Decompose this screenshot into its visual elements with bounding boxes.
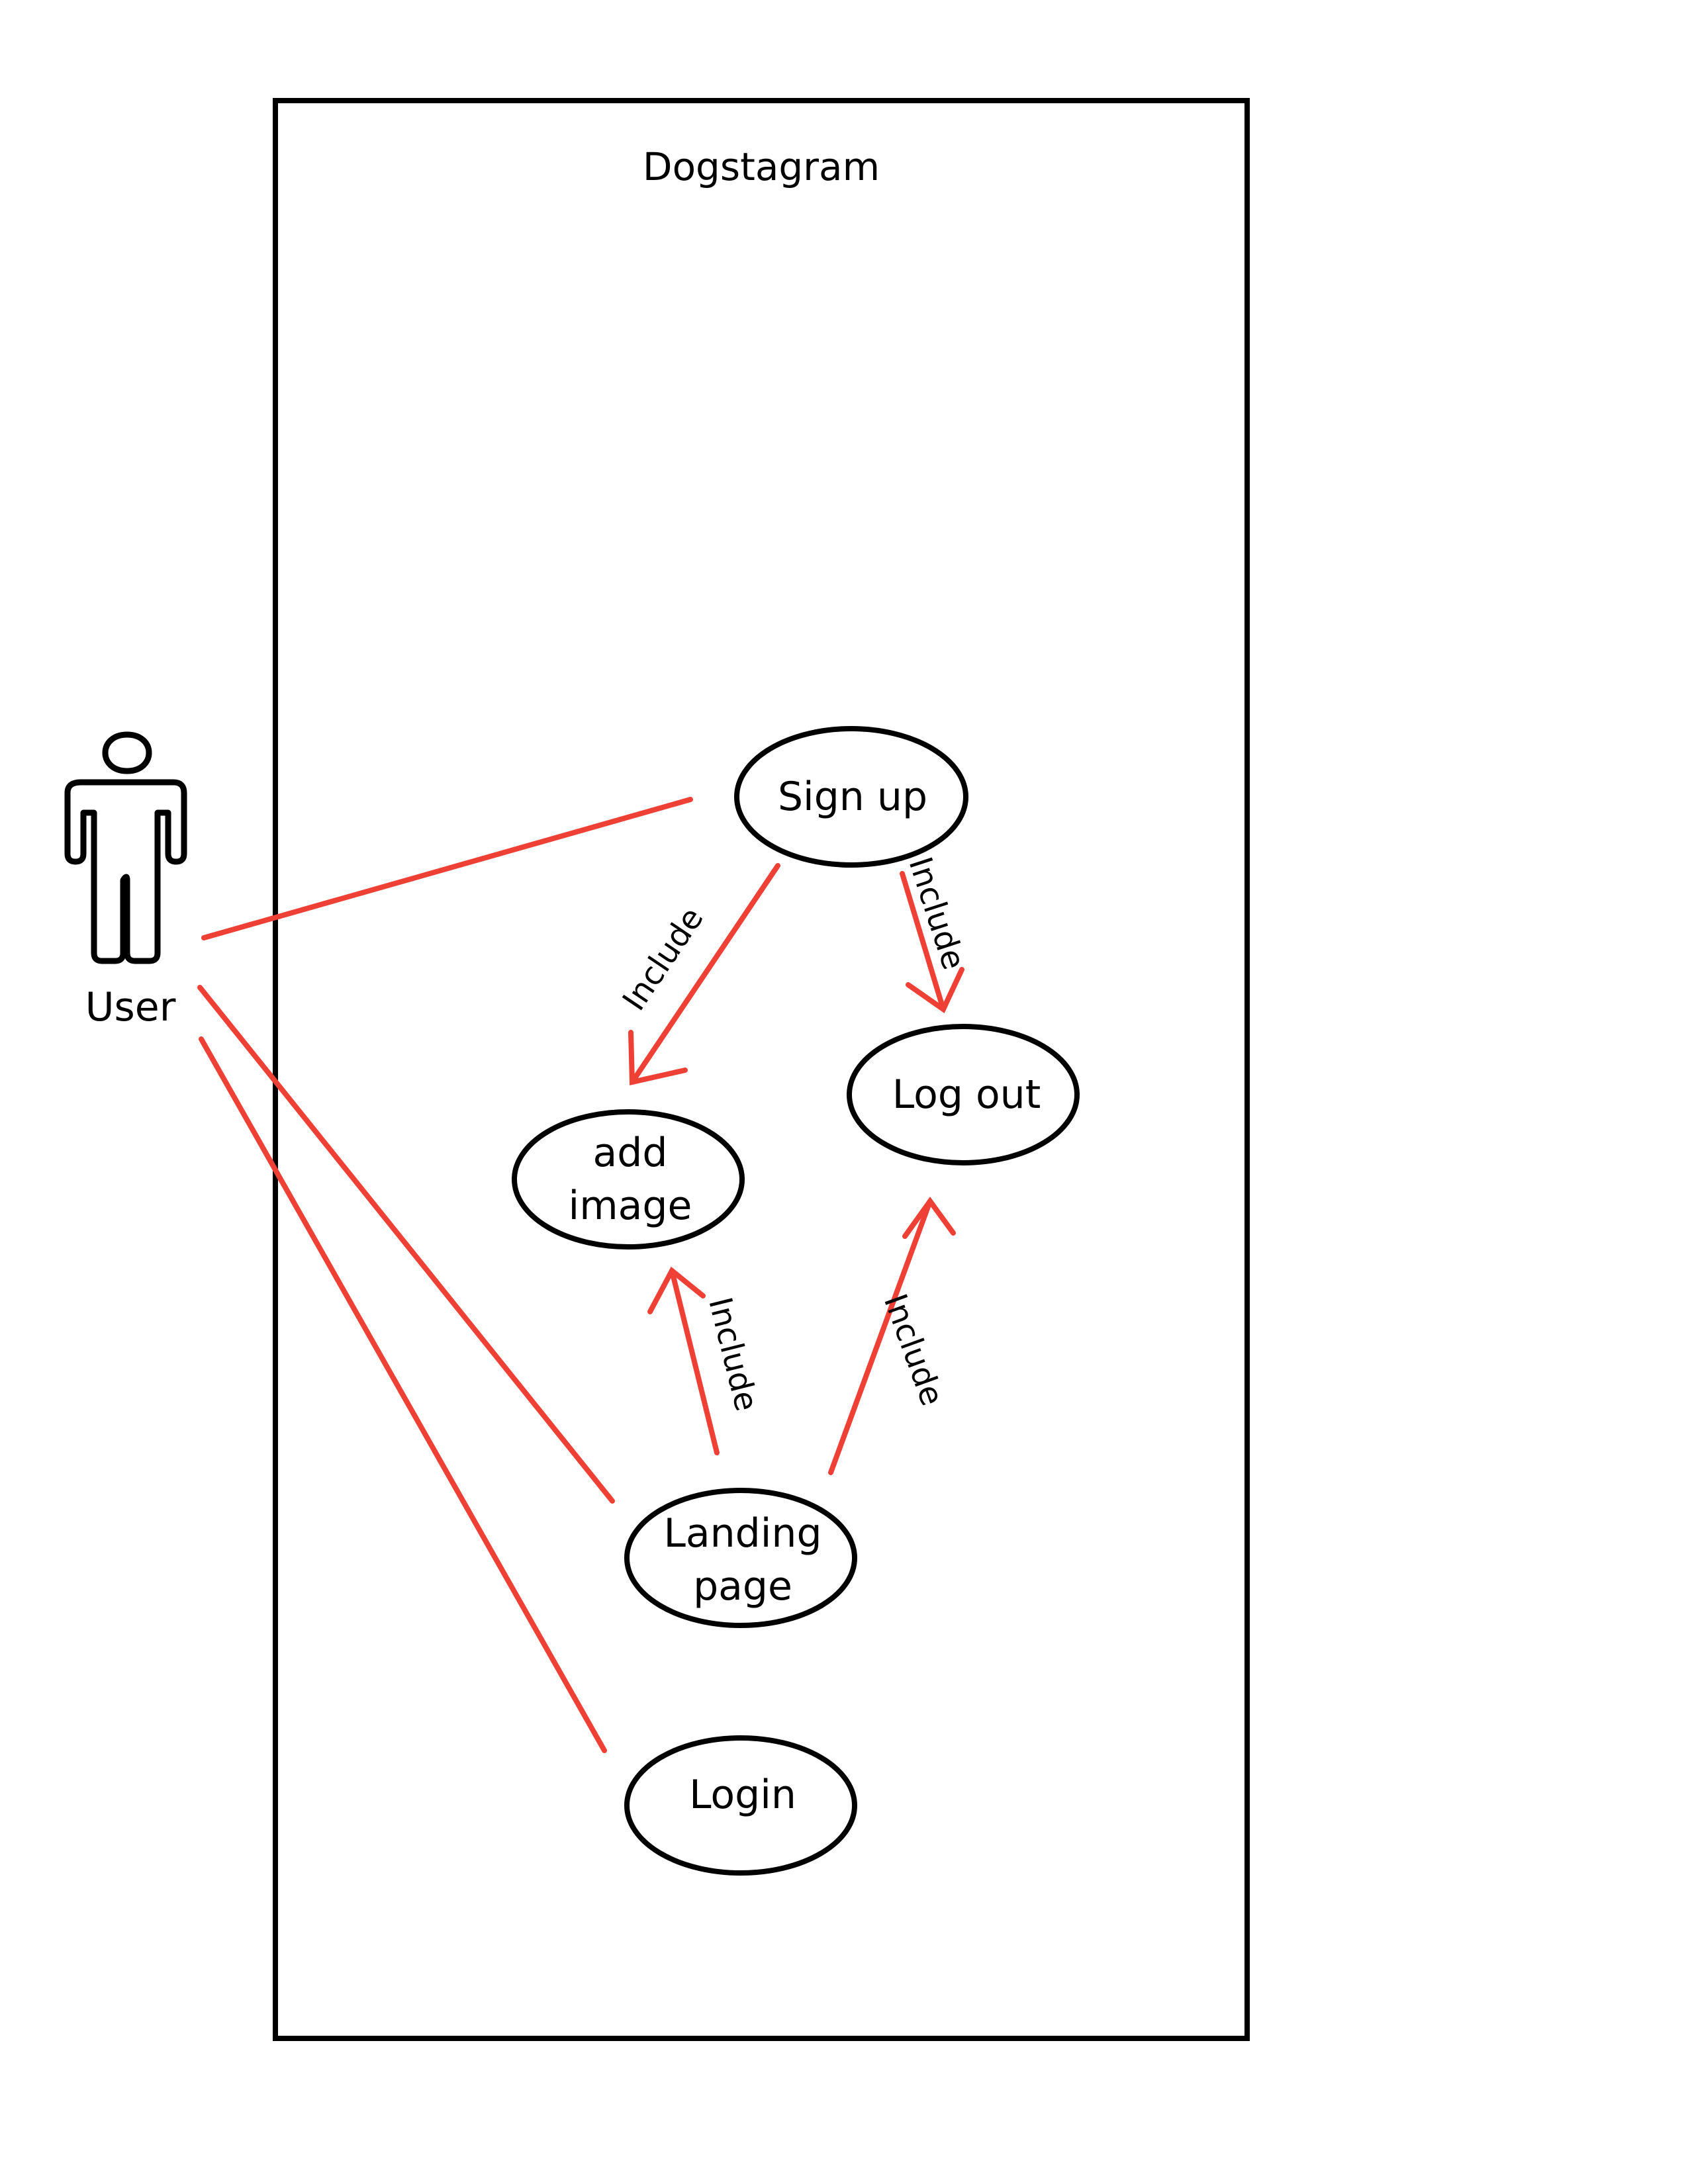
use-case-add-image-label-line2: image [569,1183,692,1229]
use-case-login: Login [624,1735,857,1876]
use-case-log-out: Log out [847,1024,1080,1165]
use-case-sign-up: Sign up [734,726,968,868]
system-title: Dogstagram [643,144,880,189]
include-arrow-landing-log-out [828,1197,956,1475]
use-case-landing-page: Landing page [624,1488,857,1628]
include-label-signup-add-image: Include [616,901,711,1017]
association-user-login [199,1036,607,1753]
include-label-landing-add-image: Include [701,1294,765,1415]
use-case-sign-up-label: Sign up [778,774,927,820]
use-case-log-out-label: Log out [892,1071,1041,1118]
use-case-landing-page-label-line1: Landing [663,1510,821,1557]
use-case-add-image-label-line1: add [593,1130,668,1176]
include-arrow-signup-add-image [628,863,780,1085]
association-user-sign-up [201,797,693,940]
include-label-landing-log-out: Include [876,1289,951,1410]
include-arrow-signup-log-out [900,871,964,1014]
use-case-landing-page-label-line2: page [693,1563,792,1610]
actor-label: User [85,984,176,1030]
system-boundary [273,98,1250,2041]
person-icon [64,731,187,964]
use-case-login-label: Login [689,1772,796,1818]
include-arrow-landing-add-image [647,1266,720,1455]
use-case-add-image: add image [512,1109,745,1250]
association-user-landing-page [197,985,615,1504]
